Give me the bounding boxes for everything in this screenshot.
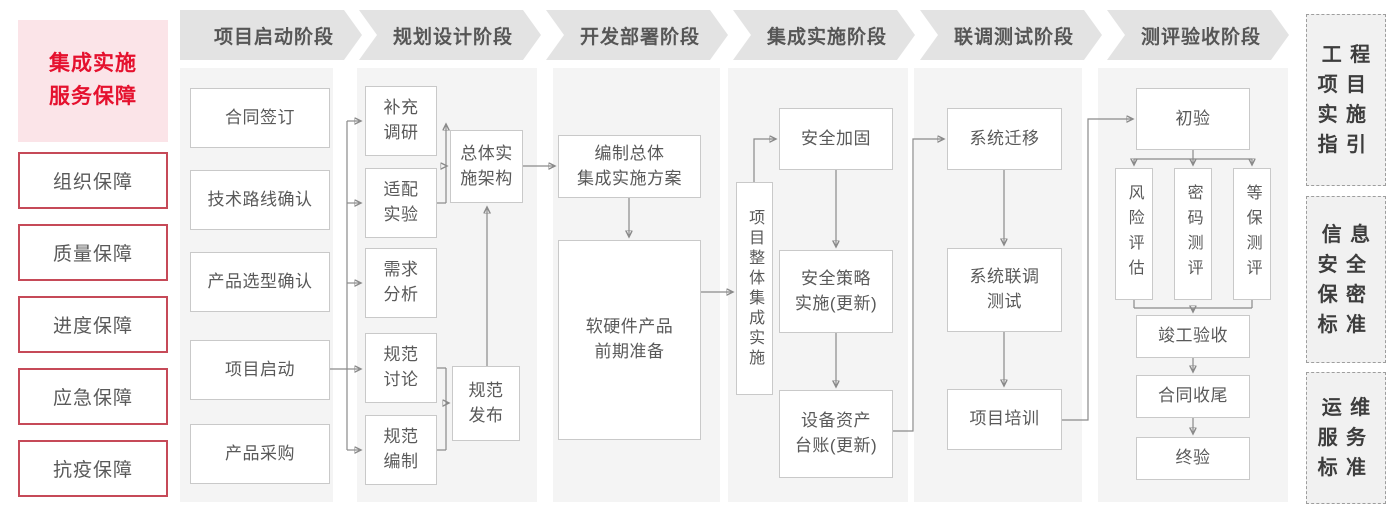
node-requirement-analysis: 需求 分析	[365, 248, 437, 318]
node-classified-protection-eval: 等保测评	[1233, 168, 1271, 300]
guarantee-quality: 质量保障	[18, 224, 168, 281]
node-crypto-evaluation: 密码测评	[1174, 168, 1212, 300]
node-contract-signing: 合同签订	[190, 88, 330, 148]
node-spec-compilation: 规范 编制	[365, 415, 437, 485]
node-contract-closure: 合同收尾	[1136, 375, 1250, 418]
guarantee-schedule: 进度保障	[18, 296, 168, 353]
guide-engineering-project-impl: 工程 项目 实施 指引	[1306, 14, 1386, 186]
node-system-joint-debug-test: 系统联调 测试	[947, 248, 1062, 332]
node-product-procurement: 产品采购	[190, 424, 330, 484]
node-overall-integration-impl: 项目整体集成实施	[736, 182, 773, 395]
node-project-kickoff: 项目启动	[190, 340, 330, 400]
phase-label: 项目启动阶段	[213, 26, 334, 48]
node-completion-acceptance: 竣工验收	[1136, 315, 1250, 358]
node-final-acceptance: 终验	[1136, 437, 1250, 480]
guarantee-epidemic: 抗疫保障	[18, 440, 168, 497]
node-overall-impl-architecture: 总体实 施架构	[450, 130, 523, 203]
node-hw-sw-preparation: 软硬件产品 前期准备	[558, 240, 701, 440]
diagram-title: 集成实施 服务保障	[18, 20, 168, 142]
node-project-training: 项目培训	[947, 389, 1062, 450]
guide-infosec-confidentiality-standard: 信息 安全 保密 标准	[1306, 196, 1386, 363]
node-asset-ledger-update: 设备资产 台账(更新)	[779, 390, 893, 478]
node-security-hardening: 安全加固	[779, 108, 893, 170]
phase-label: 集成实施阶段	[766, 26, 887, 48]
phase-header-dev-deploy: 开发部署阶段	[546, 10, 728, 60]
guarantee-organization: 组织保障	[18, 152, 168, 209]
node-spec-discussion: 规范 讨论	[365, 333, 437, 403]
phase-header-project-kickoff: 项目启动阶段	[180, 10, 362, 60]
node-system-migration: 系统迁移	[947, 108, 1062, 170]
node-supplementary-research: 补充 调研	[365, 86, 437, 156]
node-product-selection-confirm: 产品选型确认	[190, 252, 330, 312]
phase-label: 规划设计阶段	[392, 26, 513, 48]
phase-header-integration-impl: 集成实施阶段	[733, 10, 915, 60]
phase-header-joint-debug-test: 联调测试阶段	[920, 10, 1102, 60]
guarantee-emergency: 应急保障	[18, 368, 168, 425]
node-adaptation-experiment: 适配 实验	[365, 168, 437, 238]
node-compile-overall-plan: 编制总体 集成实施方案	[558, 135, 701, 198]
phase-label: 联调测试阶段	[953, 26, 1074, 48]
phase-header-planning-design: 规划设计阶段	[359, 10, 541, 60]
guide-ops-service-standard: 运维 服务 标准	[1306, 372, 1386, 504]
node-risk-assessment: 风险评估	[1115, 168, 1153, 300]
node-spec-release: 规范 发布	[452, 366, 520, 441]
phase-label: 测评验收阶段	[1140, 26, 1261, 48]
phase-header-eval-acceptance: 测评验收阶段	[1107, 10, 1289, 60]
node-initial-acceptance: 初验	[1136, 88, 1250, 150]
node-security-policy-impl: 安全策略 实施(更新)	[779, 250, 893, 333]
node-tech-route-confirm: 技术路线确认	[190, 170, 330, 230]
phase-label: 开发部署阶段	[579, 26, 700, 48]
